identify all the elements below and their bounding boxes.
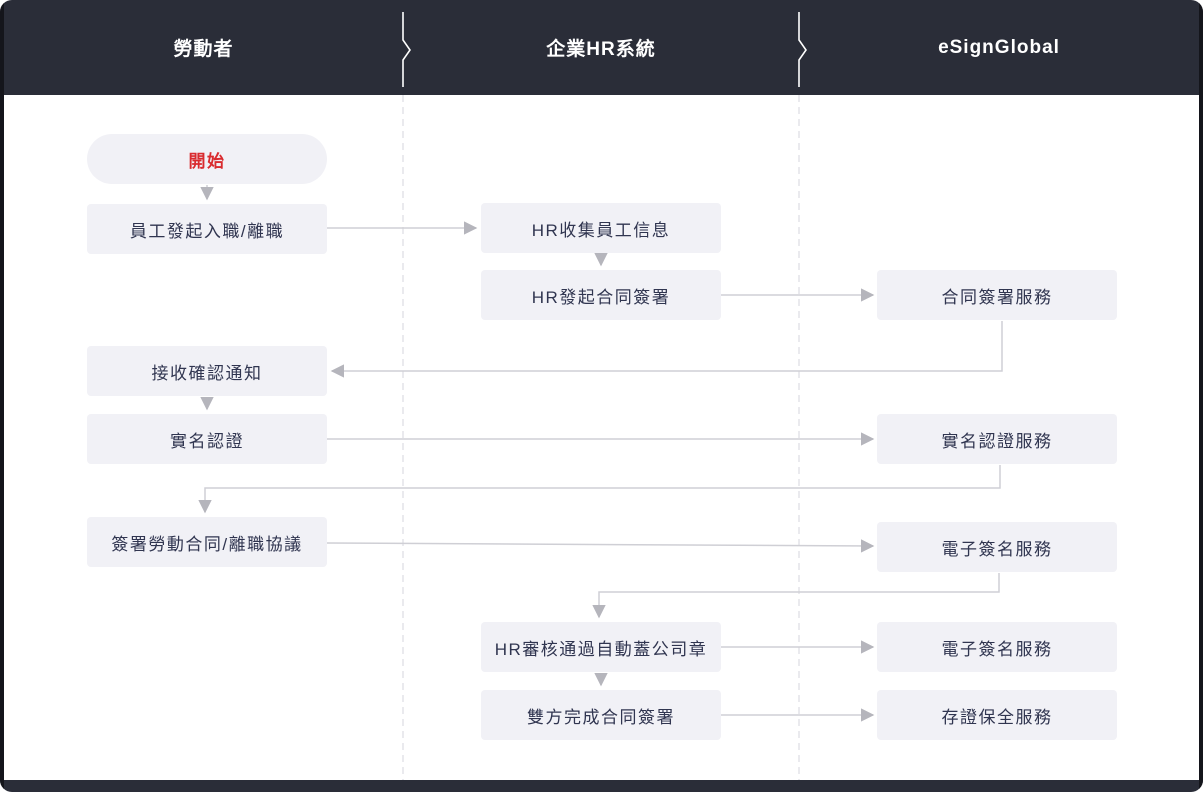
footer-bar — [0, 780, 1203, 792]
connector-esign-1-to-hr-review — [592, 573, 1000, 619]
right-frame-edge — [1199, 0, 1203, 792]
node-receive-confirmation-notice: 接收確認通知 — [87, 346, 327, 396]
node-esignature-service-1: 電子簽名服務 — [877, 522, 1117, 572]
node-sign-labor-contract-separation-agreement: 簽署勞動合同/離職協議 — [87, 517, 327, 567]
lane-title-worker: 勞動者 — [173, 39, 234, 60]
node-esignature-service-2: 電子簽名服務 — [877, 622, 1117, 672]
node-contract-signing-service: 合同簽署服務 — [877, 270, 1117, 320]
lane-title-esignglobal: eSignGlobal — [938, 36, 1060, 58]
node-hr-review-auto-company-seal: HR審核通過自動蓋公司章 — [481, 622, 721, 672]
node-realname-authentication: 實名認證 — [87, 414, 327, 464]
connector-contract-service-to-receive-notice — [330, 321, 1003, 378]
node-both-parties-complete-signing: 雙方完成合同簽署 — [481, 690, 721, 740]
left-frame-edge — [0, 0, 4, 792]
lane-title-hr-system: 企業HR系統 — [546, 39, 656, 60]
connector-realname-service-to-sign-contract — [198, 465, 1001, 514]
node-evidence-preservation-service: 存證保全服務 — [877, 690, 1117, 740]
node-hr-initiate-contract-signing: HR發起合同簽署 — [481, 270, 721, 320]
node-start: 開始 — [87, 134, 327, 184]
node-employee-initiate-onboard-offboard: 員工發起入職/離職 — [87, 204, 327, 254]
connector-sign-contract-to-esign-1 — [326, 539, 875, 553]
node-hr-collect-employee-info: HR收集員工信息 — [481, 203, 721, 253]
header-bar — [0, 0, 1203, 95]
node-realname-authentication-service: 實名認證服務 — [877, 414, 1117, 464]
